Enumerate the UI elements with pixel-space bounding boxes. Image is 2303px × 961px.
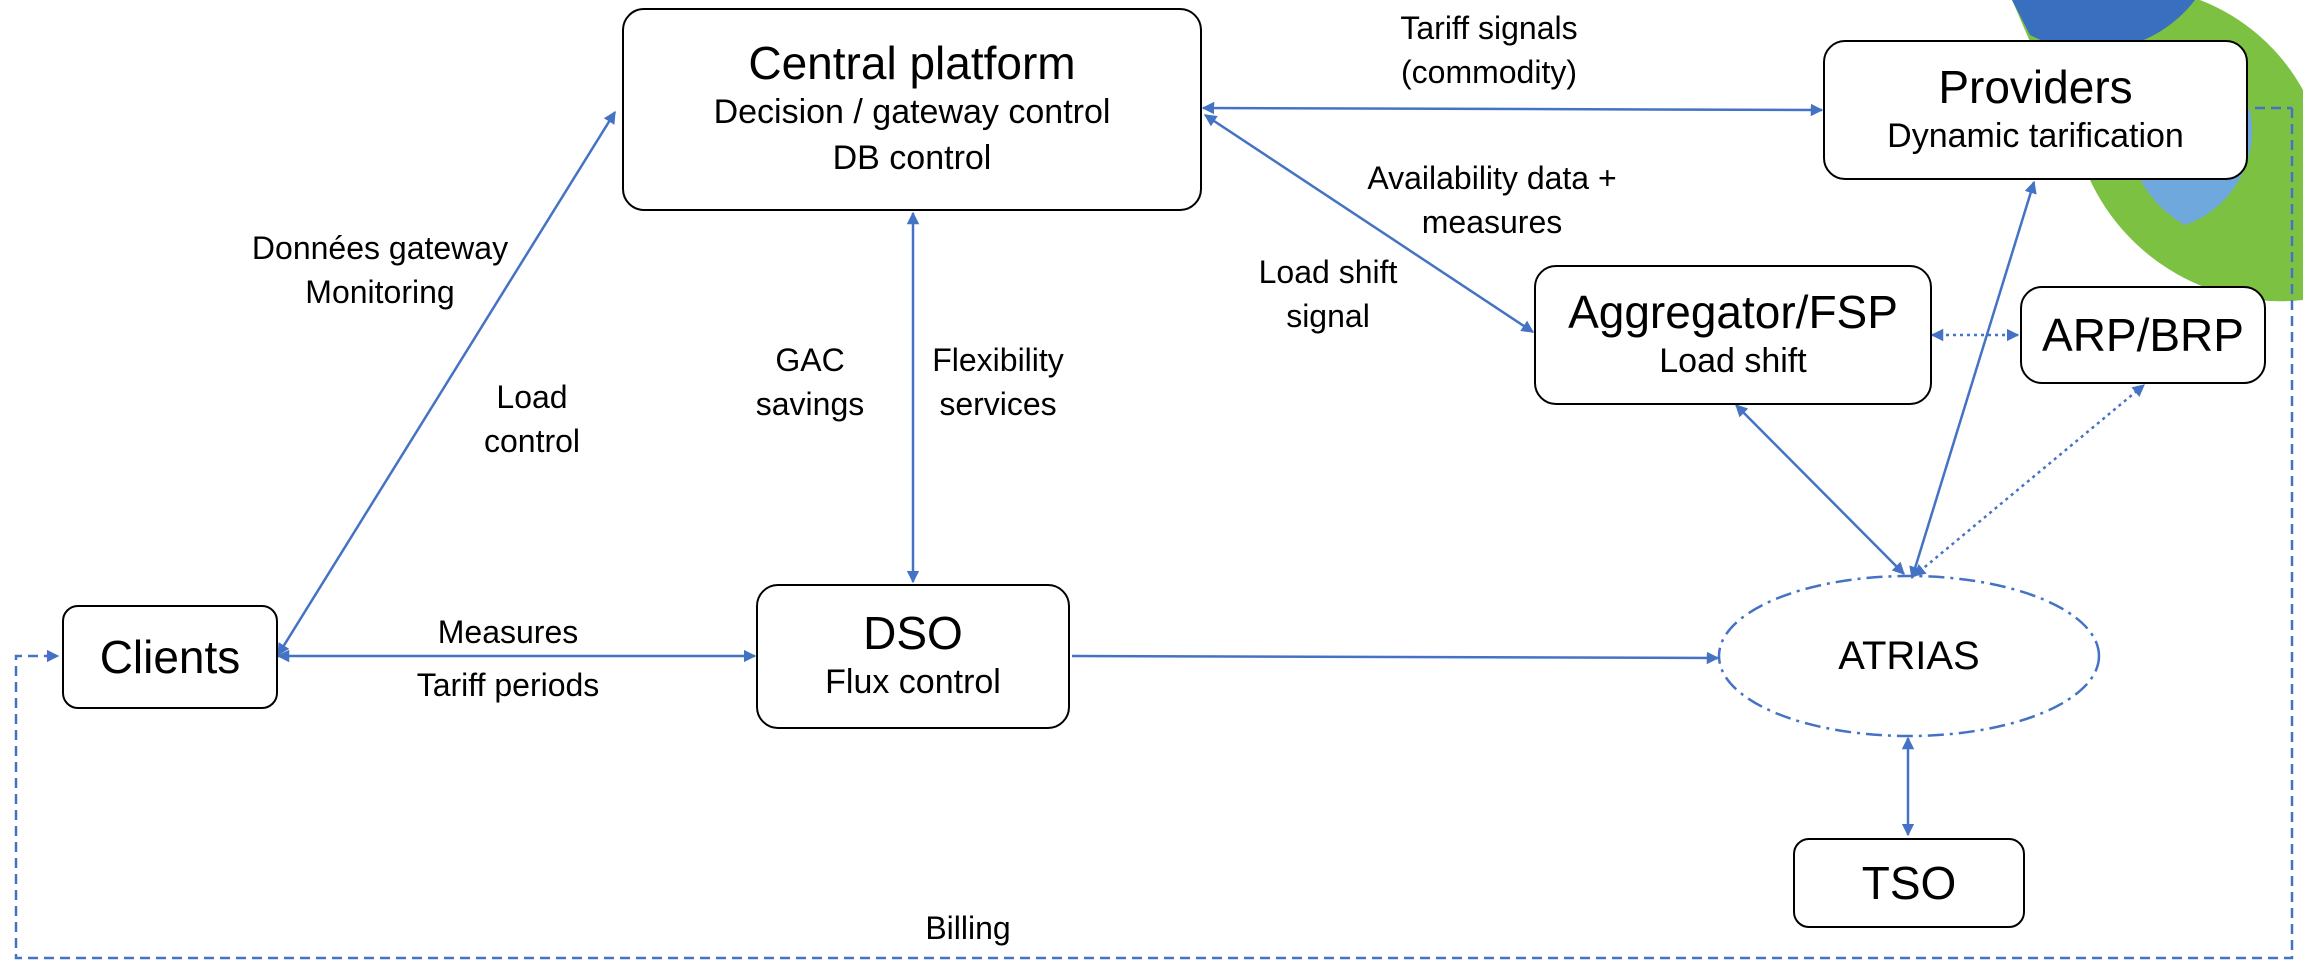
aggregator-box: Aggregator/FSP Load shift bbox=[1534, 265, 1932, 405]
dso-title: DSO bbox=[863, 607, 963, 660]
label-gac-savings: GAC savings bbox=[730, 338, 890, 426]
label-flexibility-services-line2: services bbox=[939, 386, 1057, 422]
label-billing: Billing bbox=[925, 910, 1011, 946]
edge-central-clients bbox=[276, 110, 617, 657]
providers-box: Providers Dynamic tarification bbox=[1823, 40, 2248, 180]
label-load-control-line1: Load bbox=[496, 379, 568, 415]
label-availability-line2: measures bbox=[1421, 204, 1563, 240]
label-availability: Availability data + measures bbox=[1332, 156, 1652, 244]
label-gac-savings-line1: GAC bbox=[775, 342, 845, 378]
edge-dso-atrias bbox=[1071, 651, 1720, 665]
label-flexibility-services: Flexibility services bbox=[898, 338, 1098, 426]
label-load-shift-signal: Load shift signal bbox=[1218, 250, 1438, 338]
central-platform-line2: DB control bbox=[832, 138, 992, 177]
label-flexibility-services-line1: Flexibility bbox=[932, 342, 1064, 378]
arp-brp-title: ARP/BRP bbox=[2042, 308, 2244, 361]
tso-title: TSO bbox=[1861, 856, 1957, 909]
label-measures: Measures bbox=[437, 614, 579, 650]
label-tariff-signals: Tariff signals (commodity) bbox=[1329, 6, 1649, 94]
central-platform-title: Central platform bbox=[748, 37, 1076, 90]
clients-title: Clients bbox=[99, 630, 241, 683]
atrias-title: ATRIAS bbox=[1838, 634, 1980, 678]
central-platform-box: Central platform Decision / gateway cont… bbox=[622, 8, 1202, 211]
label-tariff-signals-line2: (commodity) bbox=[1400, 54, 1577, 90]
edge-aggregator-atrias bbox=[1735, 404, 1905, 575]
providers-line1: Dynamic tarification bbox=[1887, 116, 2184, 155]
label-load-shift-signal-line1: Load shift bbox=[1258, 254, 1398, 290]
edge-atrias-arp bbox=[1913, 384, 2145, 577]
label-load-shift-signal-line2: signal bbox=[1286, 298, 1370, 334]
aggregator-title: Aggregator/FSP bbox=[1568, 285, 1898, 338]
label-load-control: Load control bbox=[432, 375, 632, 463]
label-tariff-signals-line1: Tariff signals bbox=[1400, 10, 1578, 46]
providers-title: Providers bbox=[1938, 60, 2133, 113]
label-donnees-gateway-line1: Données gateway bbox=[251, 230, 509, 266]
dso-line1: Flux control bbox=[825, 663, 1001, 701]
label-tariff-periods: Tariff periods bbox=[416, 667, 600, 703]
label-donnees-gateway-line2: Monitoring bbox=[305, 274, 455, 310]
dso-box: DSO Flux control bbox=[756, 584, 1070, 729]
label-load-control-line2: control bbox=[483, 423, 581, 459]
central-platform-line1: Decision / gateway control bbox=[713, 93, 1111, 132]
label-gac-savings-line2: savings bbox=[755, 386, 865, 422]
edge-central-aggregator bbox=[1203, 113, 1535, 334]
arp-brp-box: ARP/BRP bbox=[2020, 286, 2266, 384]
billing-loop bbox=[14, 108, 2294, 960]
aggregator-line1: Load shift bbox=[1659, 341, 1807, 380]
edge-central-providers bbox=[1201, 101, 1824, 117]
atrias-ellipse bbox=[1717, 574, 2101, 738]
tso-box: TSO bbox=[1793, 838, 2025, 928]
label-donnees-gateway: Données gateway Monitoring bbox=[220, 226, 540, 314]
label-availability-line1: Availability data + bbox=[1367, 160, 1617, 196]
clients-box: Clients bbox=[62, 605, 278, 709]
